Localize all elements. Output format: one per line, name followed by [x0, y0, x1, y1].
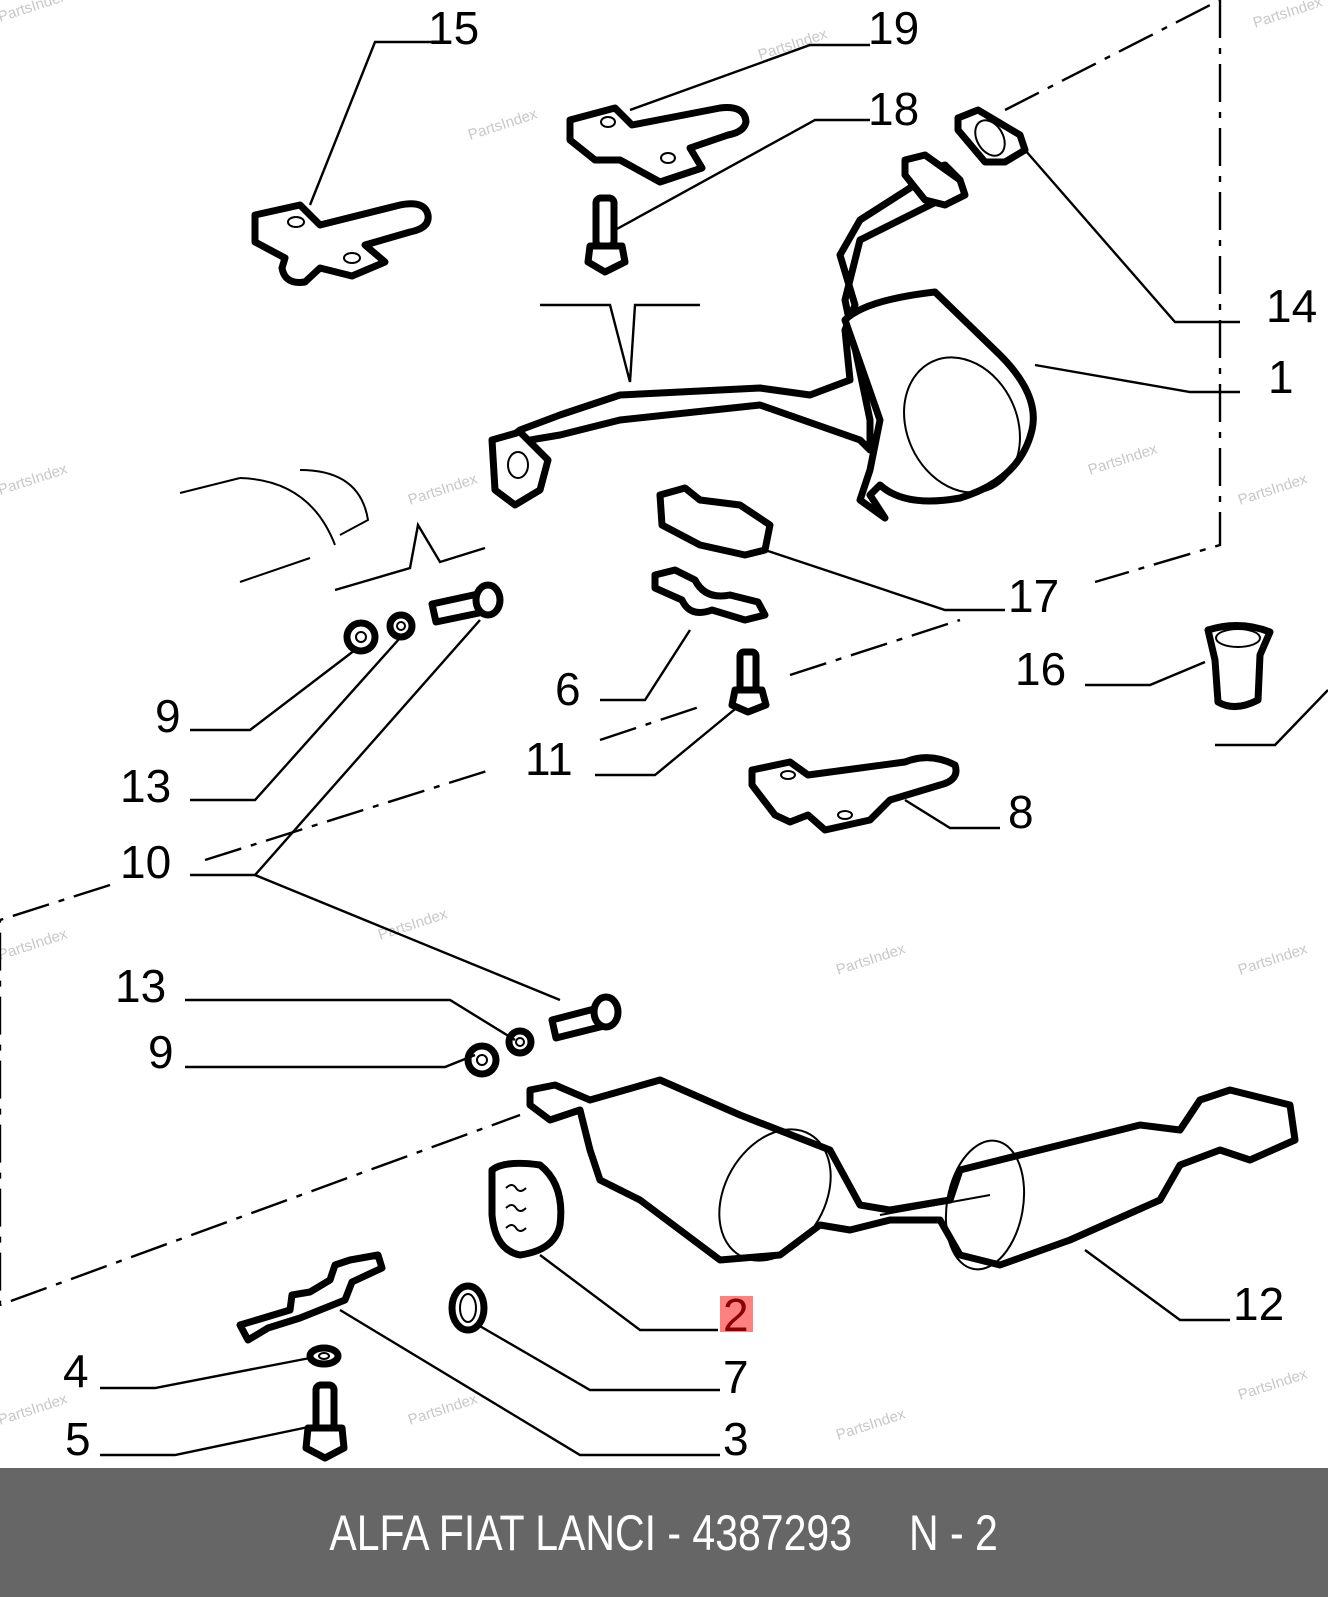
part-12-rear-muffler	[526, 1076, 1299, 1271]
watermark: PartsIndex	[0, 1390, 70, 1428]
part-3-bracket	[236, 1251, 386, 1344]
part-4-washer	[306, 1344, 342, 1368]
exhaust-parts-diagram: PartsIndex PartsIndex PartsIndex PartsIn…	[0, 0, 1328, 1465]
callout-13-upper: 13	[120, 760, 171, 812]
part-19-bracket	[566, 104, 750, 186]
callout-3: 3	[723, 1413, 749, 1465]
watermark: PartsIndex	[1236, 940, 1310, 978]
part-5-bolt	[302, 1381, 348, 1462]
part-8-bracket	[748, 754, 960, 834]
callout-10: 10	[120, 836, 171, 888]
part-1-front-pipe-muffler	[488, 151, 1037, 522]
callout-4: 4	[63, 1345, 89, 1397]
callout-15: 15	[428, 2, 479, 54]
watermark: PartsIndex	[0, 0, 70, 26]
callout-13-lower: 13	[115, 960, 166, 1012]
callout-11: 11	[525, 733, 573, 785]
connecting-pipe	[179, 469, 370, 583]
watermark: PartsIndex	[1086, 440, 1160, 478]
footer-text: ALFA FIAT LANCI - 4387293 N - 2	[329, 1504, 999, 1561]
callout-19: 19	[868, 2, 919, 54]
part-13-washer-lower	[505, 1027, 535, 1057]
watermark: PartsIndex	[376, 905, 450, 943]
part-6-clamp	[651, 566, 769, 624]
watermark: PartsIndex	[406, 1390, 480, 1428]
section-marker	[540, 303, 700, 383]
callouts: 15 19 18 14 1 17 16 6 11 8 9 13 10 13 9 …	[63, 2, 1317, 1465]
watermark: PartsIndex	[406, 470, 480, 508]
watermark: PartsIndex	[1251, 0, 1325, 32]
part-number-footer: ALFA FIAT LANCI - 4387293 N - 2	[0, 1468, 1328, 1597]
part-9-nut-lower	[464, 1042, 500, 1078]
callout-2-highlighted[interactable]: 2	[723, 1289, 749, 1341]
part-13-washer-upper	[386, 611, 416, 641]
callout-9-upper: 9	[155, 690, 181, 742]
callout-9-lower: 9	[148, 1026, 174, 1078]
callout-12: 12	[1233, 1278, 1284, 1330]
callout-18: 18	[868, 83, 919, 135]
assembly-lines	[0, 0, 1328, 1307]
highlight-box	[720, 1296, 753, 1332]
watermark: PartsIndex	[834, 1405, 908, 1443]
callout-17: 17	[1008, 570, 1059, 622]
part-10-bolt-upper	[428, 581, 504, 626]
section-marker	[334, 521, 486, 592]
part-10-bolt-lower	[548, 993, 622, 1042]
part-14-gasket	[954, 106, 1029, 166]
callout-5: 5	[65, 1413, 91, 1465]
watermarks: PartsIndex PartsIndex PartsIndex PartsIn…	[0, 0, 1325, 1444]
watermark: PartsIndex	[1236, 1365, 1310, 1403]
watermark: PartsIndex	[0, 925, 70, 963]
callout-1: 1	[1268, 351, 1294, 403]
part-17-rubber-mount	[656, 484, 774, 559]
callout-14: 14	[1266, 280, 1317, 332]
part-15-bracket	[251, 200, 432, 286]
watermark: PartsIndex	[0, 460, 70, 498]
watermark: PartsIndex	[466, 105, 540, 143]
part-16-bush	[1204, 621, 1274, 710]
part-18-bolt	[584, 194, 629, 276]
callout-16: 16	[1015, 643, 1066, 695]
part-2-rubber-mounting	[488, 1159, 565, 1259]
watermark: PartsIndex	[834, 940, 908, 978]
callout-6: 6	[555, 663, 581, 715]
callout-7: 7	[723, 1351, 749, 1403]
leader-lines	[100, 40, 1240, 1457]
callout-8: 8	[1008, 786, 1034, 838]
watermark: PartsIndex	[1236, 470, 1310, 508]
part-9-nut-upper	[343, 619, 379, 655]
part-11-bolt	[728, 648, 770, 716]
part-7-ring	[448, 1282, 488, 1334]
